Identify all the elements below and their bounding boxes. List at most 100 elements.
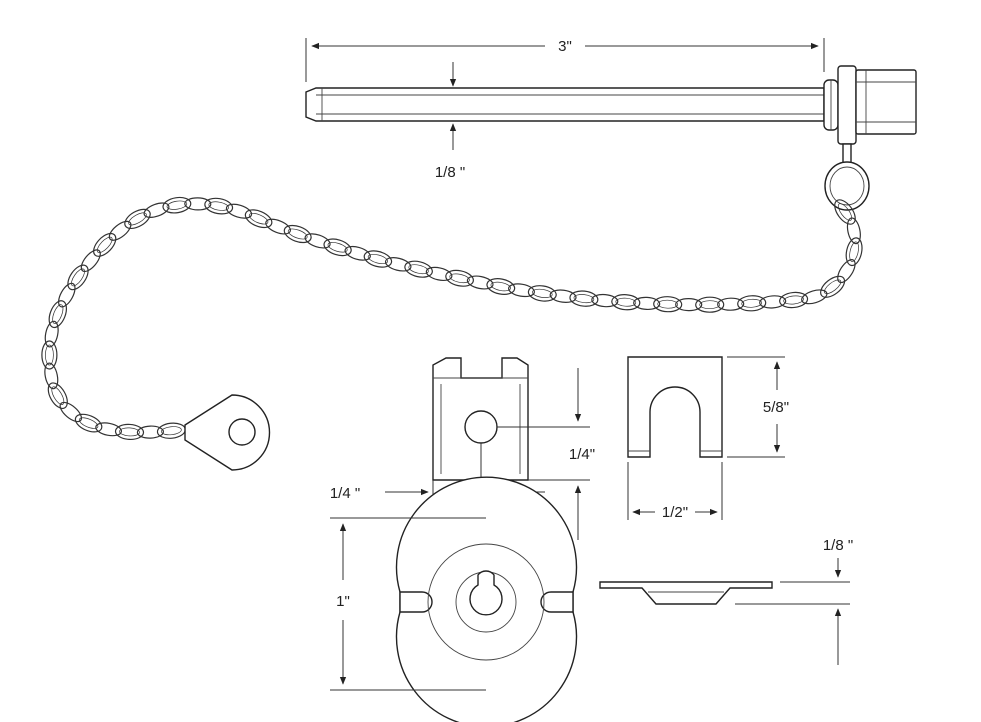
- clip-horizontal-offset-label: 1/4 ": [330, 485, 360, 502]
- washer-diameter-label: 1": [336, 593, 350, 610]
- chain-link-inner: [657, 299, 679, 309]
- chain-link: [508, 283, 535, 298]
- chain-link: [204, 197, 234, 215]
- chain-link: [404, 260, 433, 278]
- chain-link-inner: [287, 228, 308, 240]
- washer-thickness-label: 1/8 ": [823, 537, 853, 554]
- chain-link-inner: [78, 417, 99, 429]
- retaining-clip-slotted: [627, 356, 723, 458]
- chain-link: [80, 249, 101, 273]
- chain-link: [363, 250, 393, 268]
- chain-link-inner: [615, 297, 637, 307]
- chain-link: [633, 296, 661, 311]
- chain-link: [737, 295, 767, 312]
- chain-link-inner: [573, 294, 595, 304]
- chain-link-inner: [367, 253, 388, 265]
- slotted-clip-dimensions: 5/8" 1/2": [627, 356, 789, 521]
- chain-link: [108, 220, 132, 241]
- chain-link: [845, 237, 863, 267]
- clip-height-label: 5/8": [763, 399, 789, 416]
- washer-diameter-dimension: 1": [330, 517, 486, 691]
- chain-link: [820, 275, 846, 298]
- chain-link: [58, 282, 76, 308]
- chain-link: [244, 209, 273, 229]
- chain-link-inner: [849, 241, 859, 262]
- chain-link: [384, 257, 412, 272]
- pin-length-dimension: 3": [305, 38, 825, 82]
- chain-link: [846, 217, 861, 245]
- chain-link-inner: [699, 300, 721, 310]
- chain-link: [136, 425, 164, 439]
- chain-link: [569, 290, 599, 307]
- chain-link-inner: [96, 236, 113, 254]
- chain-link-inner: [166, 200, 188, 210]
- chain-link: [425, 266, 453, 281]
- chain-link-inner: [248, 212, 269, 225]
- chain-link: [162, 196, 192, 214]
- chain-link: [717, 297, 745, 311]
- chain-link: [653, 296, 683, 313]
- chain-link-inner: [490, 281, 512, 292]
- chain-link: [675, 297, 703, 312]
- chain: [41, 196, 863, 441]
- chain-link-inner: [449, 273, 470, 284]
- pin-diameter-dimension: 1/8 ": [435, 62, 465, 181]
- washer-thickness-dimension: 1/8 ": [735, 537, 853, 665]
- chain-link: [44, 362, 59, 390]
- chain-link: [549, 289, 577, 303]
- chain-link: [304, 233, 331, 249]
- chain-link: [156, 422, 186, 439]
- chain-link: [611, 294, 641, 311]
- chain-link-inner: [741, 298, 763, 308]
- eyelet-tab: [184, 394, 271, 471]
- chain-link: [486, 278, 516, 295]
- chain-link: [93, 232, 117, 257]
- chain-link-inner: [52, 304, 64, 324]
- chain-link: [801, 289, 828, 305]
- chain-link: [445, 269, 474, 287]
- chain-link: [95, 422, 123, 437]
- chain-link-inner: [783, 295, 804, 305]
- chain-link-inner: [327, 242, 348, 253]
- chain-link: [41, 340, 58, 370]
- chain-link-inner: [51, 386, 65, 405]
- washer-side: [599, 581, 773, 605]
- clip-vertical-offset-label: 1/4": [569, 446, 595, 463]
- pin-diameter-label: 1/8 ": [435, 164, 465, 181]
- chain-link: [779, 291, 809, 309]
- clip-width-label: 1/2": [662, 504, 688, 521]
- chain-link: [527, 285, 557, 302]
- chain-link: [834, 199, 856, 225]
- chain-link-inner: [71, 268, 85, 287]
- chain-link-inner: [408, 264, 429, 275]
- chain-link: [695, 296, 725, 313]
- hitch-pin: [305, 65, 917, 211]
- chain-link-inner: [45, 344, 54, 366]
- chain-link-inner: [161, 426, 182, 436]
- chain-link: [837, 259, 856, 284]
- chain-link-inner: [208, 201, 229, 211]
- chain-link-inner: [824, 279, 842, 295]
- chain-link-inner: [532, 288, 553, 298]
- chain-link: [114, 423, 145, 441]
- chain-link-inner: [119, 427, 140, 437]
- chain-link: [265, 218, 292, 235]
- chain-link: [67, 264, 89, 291]
- chain-link: [225, 203, 253, 219]
- chain-link: [44, 320, 59, 348]
- chain-link: [143, 202, 170, 218]
- chain-link: [323, 238, 352, 257]
- chain-link: [74, 413, 103, 433]
- chain-link-inner: [837, 203, 853, 221]
- chain-link: [48, 300, 68, 329]
- washer-top: [395, 476, 578, 722]
- pin-length-label: 3": [558, 38, 572, 55]
- chain-link: [466, 275, 494, 290]
- chain-link: [59, 401, 83, 423]
- chain-link-inner: [128, 212, 147, 226]
- chain-link: [124, 208, 151, 230]
- chain-link: [591, 293, 619, 308]
- chain-link: [759, 295, 787, 309]
- chain-link: [184, 197, 212, 211]
